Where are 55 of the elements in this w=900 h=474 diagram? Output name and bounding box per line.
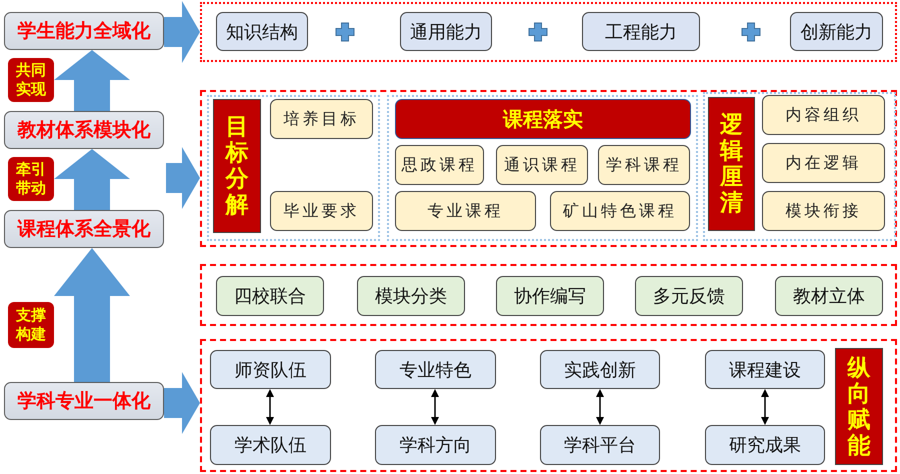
item-box: 毕业要求 — [270, 191, 373, 231]
level-box: 教材体系模块化 — [4, 111, 164, 149]
module-box: 四校联合 — [216, 276, 324, 316]
dotted-panel — [200, 2, 897, 62]
item-box: 研究成果 — [705, 425, 825, 465]
dashed-panel — [200, 264, 897, 326]
dotted-group — [703, 92, 896, 241]
dotted-group — [387, 95, 698, 241]
module-box: 多元反馈 — [635, 276, 743, 316]
item-box: 学科方向 — [375, 425, 496, 465]
tag-badge: 牵引带动 — [8, 157, 54, 201]
double-arrow — [266, 389, 274, 425]
double-arrow — [596, 389, 604, 425]
block-arrow — [54, 149, 130, 210]
module-box: 模块分类 — [357, 276, 465, 316]
item-box: 内在逻辑 — [762, 143, 885, 183]
item-box: 学术队伍 — [210, 425, 331, 465]
module-box: 教材立体 — [775, 276, 883, 316]
item-box: 实践创新 — [540, 350, 660, 389]
item-box: 学科课程 — [598, 145, 690, 185]
block-arrow — [166, 147, 200, 209]
double-arrow — [761, 389, 769, 425]
tag-badge: 共同实现 — [8, 58, 54, 102]
item-box: 师资队伍 — [210, 350, 331, 389]
dotted-group — [207, 95, 380, 241]
block-arrow — [54, 248, 130, 382]
heading-bar: 纵向赋能 — [835, 348, 883, 465]
dashed-panel — [200, 90, 897, 247]
heading-bar: 逻辑厘清 — [708, 97, 755, 231]
ability-box: 工程能力 — [582, 12, 700, 51]
double-arrow — [431, 389, 439, 425]
heading-bar: 目标分解 — [213, 99, 261, 233]
item-box: 课程建设 — [705, 350, 825, 389]
item-box: 思政课程 — [395, 145, 484, 185]
item-box: 模块衔接 — [762, 191, 885, 231]
block-arrow — [54, 50, 130, 111]
ability-box: 通用能力 — [400, 12, 492, 51]
item-box: 专业课程 — [395, 191, 536, 231]
item-box: 内容组织 — [762, 95, 885, 135]
item-box: 通识课程 — [496, 145, 588, 185]
ability-box: 知识结构 — [216, 12, 308, 51]
item-box: 矿山特色课程 — [550, 191, 690, 231]
item-box: 专业特色 — [375, 350, 496, 389]
block-arrow — [164, 372, 200, 434]
level-box: 学生能力全域化 — [4, 12, 164, 50]
module-box: 协作编写 — [496, 276, 604, 316]
block-arrow — [164, 1, 200, 63]
ability-box: 创新能力 — [790, 12, 883, 51]
tag-badge: 支撑构建 — [8, 302, 54, 348]
level-box: 学科专业一体化 — [4, 382, 164, 420]
heading-bar: 课程落实 — [395, 99, 691, 139]
dashed-panel — [200, 339, 897, 472]
item-box: 培养目标 — [270, 99, 373, 139]
level-box: 课程体系全景化 — [4, 210, 164, 248]
item-box: 学科平台 — [540, 425, 660, 465]
